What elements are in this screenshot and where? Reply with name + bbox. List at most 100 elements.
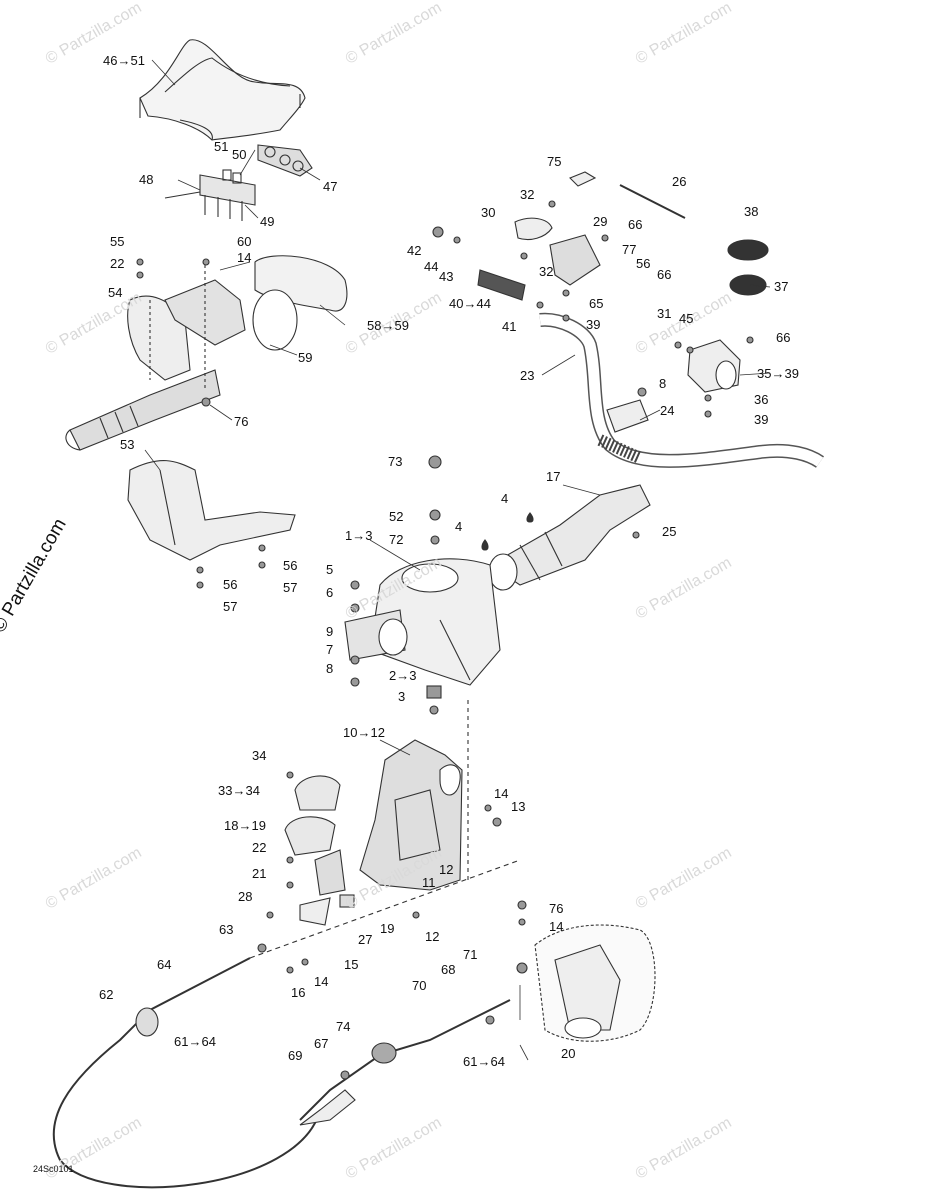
part-label: 48 — [139, 172, 154, 187]
part-label: 36 — [754, 392, 769, 407]
part-label: 14 — [494, 786, 509, 801]
part-label: 22 — [252, 840, 267, 855]
part-label: 12 — [425, 929, 440, 944]
part-label: 27 — [358, 932, 373, 947]
part-label: 39 — [586, 317, 601, 332]
part-label: 76 — [549, 901, 564, 916]
right-controls — [477, 171, 769, 393]
part-label: 66 — [657, 267, 672, 282]
part-label: 49 — [260, 214, 275, 229]
part-label: 65 — [589, 296, 604, 311]
part-label: 2→3 — [389, 668, 417, 683]
part-label: 11 — [422, 875, 436, 890]
part-label: 4 — [501, 491, 509, 506]
lower-cover-part — [127, 459, 296, 561]
part-label: 13 — [511, 799, 526, 814]
part-label: 7 — [326, 642, 334, 657]
part-label: 62 — [99, 987, 114, 1002]
part-label: 23 — [520, 368, 535, 383]
part-label: 35→39 — [757, 366, 799, 381]
part-label: 9 — [326, 624, 334, 639]
part-label: 22 — [110, 256, 125, 271]
steering-column — [488, 484, 651, 591]
part-label: 3 — [398, 689, 406, 704]
part-label: 55 — [110, 234, 125, 249]
part-label: 1→3 — [345, 528, 373, 543]
diagram-code: 24Sc0101 — [33, 1164, 74, 1174]
part-label: 30 — [481, 205, 496, 220]
part-label: 8 — [659, 376, 667, 391]
part-label: 37 — [774, 279, 789, 294]
part-label: 56 — [283, 558, 298, 573]
retaining-plate-part — [164, 144, 313, 221]
part-label: 68 — [441, 962, 456, 977]
part-label: 34 — [252, 748, 267, 763]
part-label: 45 — [679, 311, 694, 326]
part-label: 69 — [288, 1048, 303, 1063]
part-label: 4 — [455, 519, 463, 534]
part-label: 61→64 — [174, 1034, 216, 1049]
part-label: 67 — [314, 1036, 329, 1051]
part-label: 47 — [323, 179, 338, 194]
part-label: 72 — [389, 532, 404, 547]
part-label: 14 — [237, 250, 252, 265]
part-label: 74 — [336, 1019, 351, 1034]
part-label: 66 — [628, 217, 643, 232]
part-label: 14 — [549, 919, 564, 934]
part-label: 15 — [344, 957, 359, 972]
part-label: 53 — [120, 437, 135, 452]
part-label: 73 — [388, 454, 403, 469]
part-label: 76 — [234, 414, 249, 429]
part-label: 58→59 — [367, 318, 409, 333]
part-label: 50 — [232, 147, 247, 162]
part-label: 51 — [214, 139, 229, 154]
part-label: 8 — [326, 661, 334, 676]
left-handle-assembly — [65, 255, 348, 451]
support-plate — [359, 700, 469, 891]
steering-cables — [52, 859, 521, 1189]
part-label: 57 — [223, 599, 238, 614]
part-label: 26 — [672, 174, 687, 189]
part-label: 18→19 — [224, 818, 266, 833]
part-label: 31 — [657, 306, 672, 321]
part-label: 77 — [622, 242, 637, 257]
part-label: 70 — [412, 978, 427, 993]
part-label: 61→64 — [463, 1054, 505, 1069]
handlebar-cover-part — [139, 39, 306, 141]
handlebar-tube — [539, 312, 825, 468]
fasteners — [136, 200, 754, 1080]
part-label: 64 — [157, 957, 172, 972]
part-label: 38 — [744, 204, 759, 219]
part-label: 46→51 — [103, 53, 145, 68]
part-label: 75 — [547, 154, 562, 169]
cable-clamp — [284, 775, 346, 896]
part-label: 33→34 — [218, 783, 260, 798]
cable-lever — [299, 894, 656, 1042]
part-label: 29 — [593, 214, 608, 229]
part-label: 6 — [326, 585, 334, 600]
part-label: 17 — [546, 469, 561, 484]
part-label: 54 — [108, 285, 123, 300]
part-label: 57 — [283, 580, 298, 595]
part-label: 32 — [539, 264, 554, 279]
part-label: 59 — [298, 350, 313, 365]
part-label: 44 — [424, 259, 439, 274]
part-label: 71 — [463, 947, 478, 962]
part-label: 56 — [223, 577, 238, 592]
part-label: 43 — [439, 269, 454, 284]
part-label: 24 — [660, 403, 675, 418]
part-label: 28 — [238, 889, 253, 904]
part-label: 42 — [407, 243, 422, 258]
part-label: 14 — [314, 974, 329, 989]
part-label: 39 — [754, 412, 769, 427]
part-label: 21 — [252, 866, 267, 881]
part-label: 19 — [380, 921, 395, 936]
part-label: 16 — [291, 985, 306, 1000]
part-label: 66 — [776, 330, 791, 345]
part-label: 63 — [219, 922, 234, 937]
part-label: 20 — [561, 1046, 576, 1061]
part-label: 25 — [662, 524, 677, 539]
part-label: 32 — [520, 187, 535, 202]
part-label: 10→12 — [343, 725, 385, 740]
